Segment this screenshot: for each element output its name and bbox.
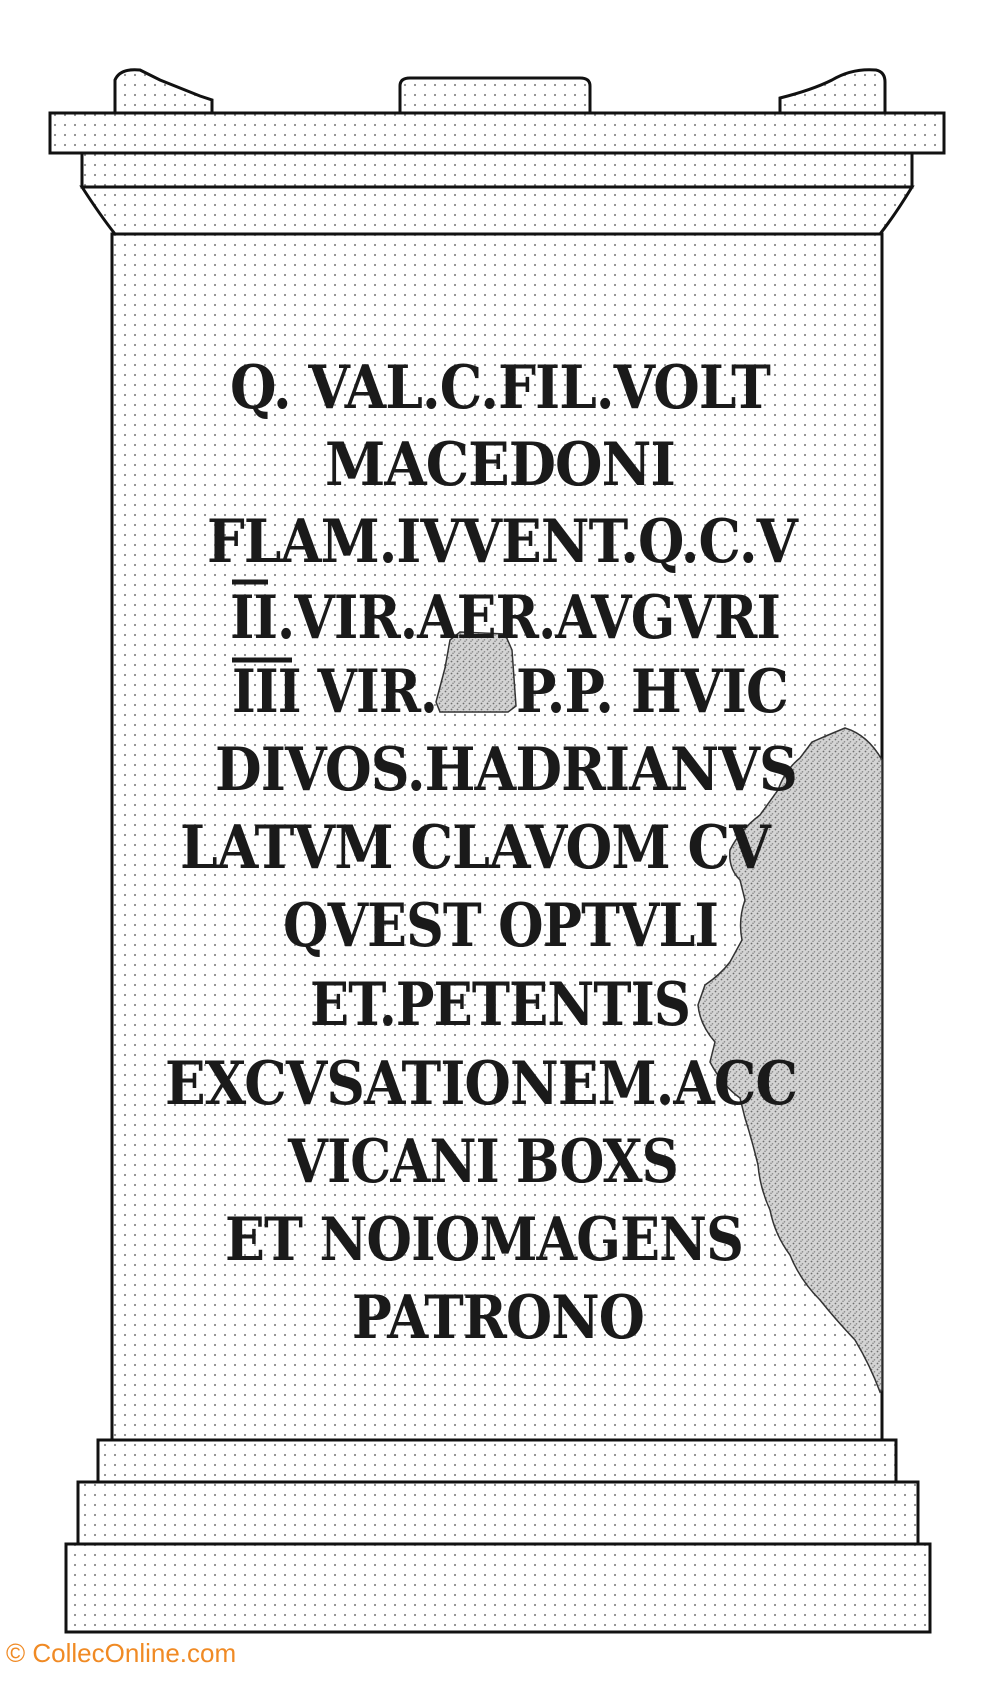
inscription-line-4: II.VIR.AER.AVGVRI <box>230 583 780 653</box>
base-plinth-top <box>96 1438 898 1484</box>
inscription-line-3: FLAM.IVVENT.Q.C.V <box>207 507 799 577</box>
base-plinth-middle <box>76 1480 920 1546</box>
damaged-area <box>697 727 883 1394</box>
inscription-line-12: ET NOIOMAGENS <box>225 1205 743 1275</box>
inscription-line-11: VICANI BOXS <box>287 1127 678 1197</box>
inscription-line-7: LATVM CLAVOM CV <box>180 813 772 883</box>
lacuna-patch <box>435 631 517 713</box>
inscription-line-2: MACEDONI <box>325 430 675 500</box>
inscription-line-9: ET.PETENTIS <box>310 970 690 1040</box>
base-plinth-bottom <box>64 1542 932 1634</box>
cornice-top <box>48 111 946 155</box>
left-acroterion <box>113 68 214 117</box>
center-pediment <box>398 76 592 117</box>
inscription-line-5b: P.P. HVIC <box>516 657 788 727</box>
cornice-middle <box>80 151 914 189</box>
inscription-line-6: DIVOS.HADRIANVS <box>215 735 797 805</box>
right-acroterion <box>778 68 887 117</box>
inscription-line-8: QVEST OPTVLI <box>283 891 718 961</box>
watermark-credit: © CollecOnline.com <box>6 1638 237 1668</box>
inscription-line-13: PATRONO <box>352 1283 644 1353</box>
cornice-molding <box>79 185 915 236</box>
inscription-line-1: Q. VAL.C.FIL.VOLT <box>230 353 771 423</box>
inscription-line-5a: III VIR. <box>232 657 437 727</box>
inscription-line-10: EXCVSATIONEM.ACC <box>165 1049 797 1119</box>
